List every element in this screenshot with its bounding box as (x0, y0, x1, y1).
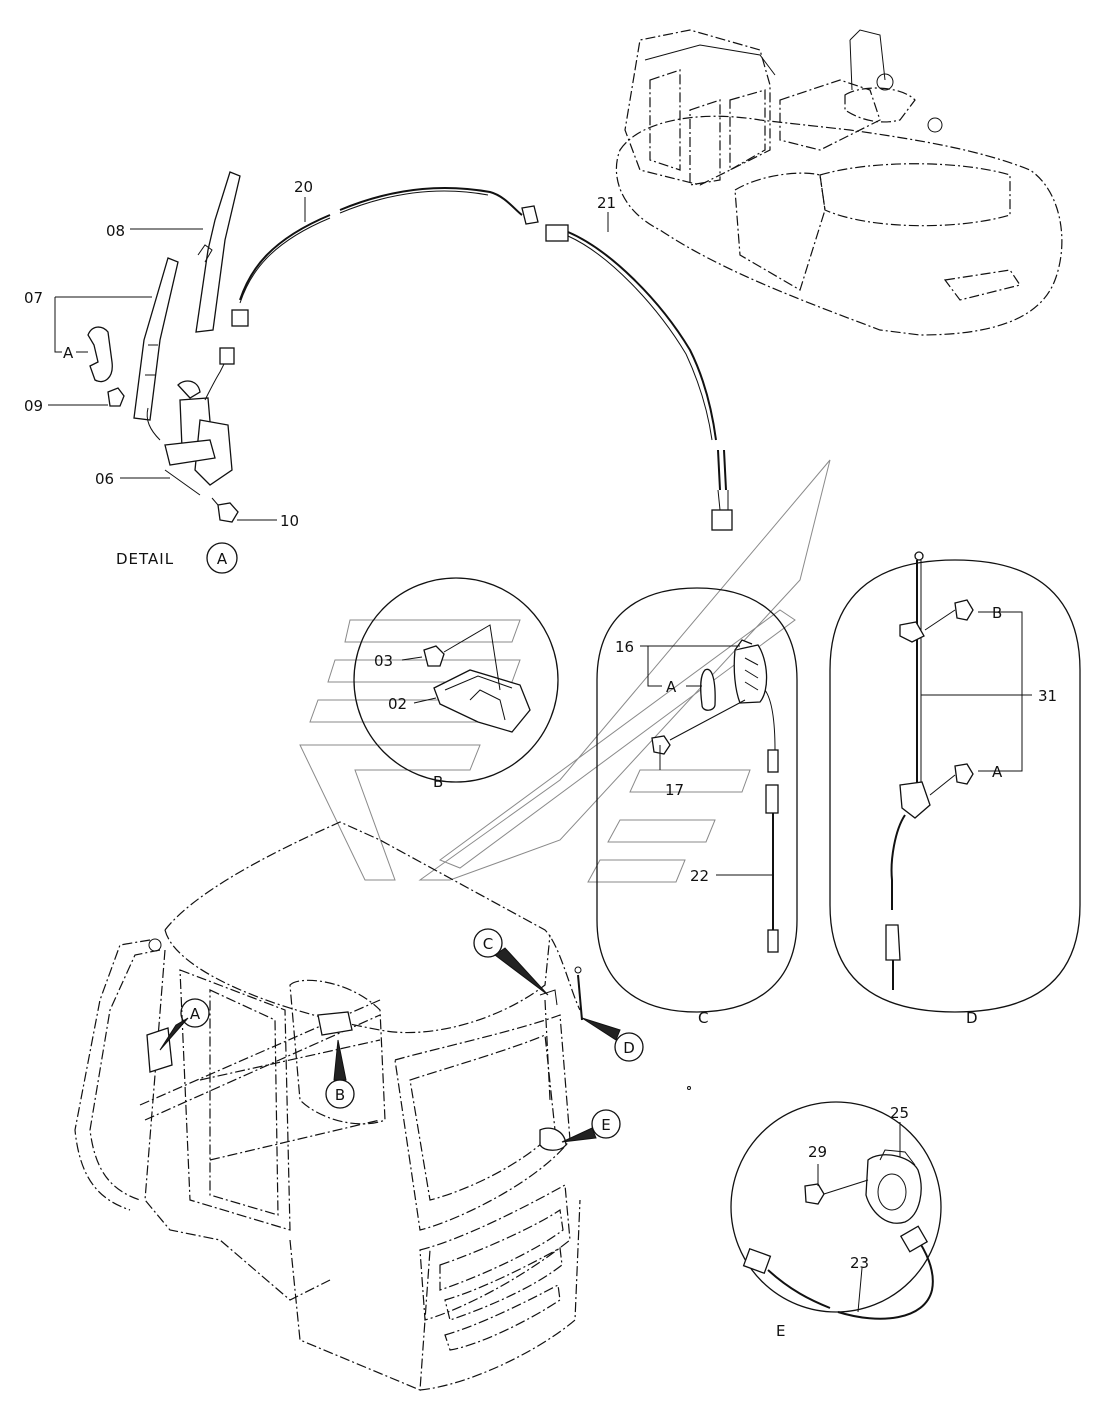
harness-21-connector-a (545, 224, 569, 242)
motor-connector (219, 347, 235, 365)
callout-20: 20 (294, 178, 313, 196)
cab-wiper-motor (146, 1027, 173, 1073)
light-lens (700, 668, 716, 711)
callout-numbers: 08 07 A 09 06 10 20 21 03 02 16 A 17 22 … (24, 178, 1057, 1272)
harness-21-connector-b (711, 509, 733, 531)
callout-03: 03 (374, 652, 393, 670)
wiper-clip (87, 326, 113, 383)
marker-a: A (190, 1005, 201, 1023)
cab-speaker (539, 1127, 567, 1151)
callout-21: 21 (597, 194, 616, 212)
lamp-screw (423, 645, 445, 667)
leader-lines (48, 197, 1032, 1313)
detail-a-wiper-assembly (87, 171, 241, 523)
callout-10: 10 (280, 512, 299, 530)
wiper-arm (133, 257, 179, 421)
marker-e: E (601, 1116, 610, 1134)
circle-label-b: B (433, 773, 443, 791)
detail-circle-labels: B C D E (433, 773, 978, 1340)
callout-23: 23 (850, 1254, 869, 1272)
circle-label-d: D (966, 1009, 978, 1027)
harness-21 (545, 224, 733, 531)
callout-31-a: A (992, 763, 1003, 781)
speaker-connector-b (899, 1225, 929, 1253)
callout-31: 31 (1038, 687, 1057, 705)
callout-07-a: A (63, 344, 74, 362)
detail-a-title: DETAIL A (116, 542, 238, 574)
callout-31-b: B (992, 604, 1002, 622)
dome-lamp (433, 669, 531, 733)
oval-d-antenna-detail (829, 551, 1081, 1013)
excavator-overview (615, 29, 1063, 336)
speaker-connector-a (742, 1247, 772, 1275)
marker-c: C (483, 935, 493, 953)
circle-label-c: C (698, 1009, 708, 1027)
wiper-blade (195, 171, 241, 333)
marker-d: D (623, 1039, 635, 1057)
callout-17: 17 (665, 781, 684, 799)
marker-b: B (335, 1086, 345, 1104)
callout-16-a: A (666, 678, 677, 696)
wiper-nut (107, 387, 125, 407)
callout-07: 07 (24, 289, 43, 307)
circle-e-speaker-detail (730, 1101, 942, 1320)
cab-drawing (74, 821, 583, 1391)
callout-09: 09 (24, 397, 43, 415)
wiper-bolt (217, 502, 239, 523)
detail-label: DETAIL (116, 550, 174, 568)
detail-letter: A (217, 550, 228, 568)
harness-20 (231, 187, 539, 327)
antenna-nut-b (954, 599, 974, 621)
speaker (865, 1154, 922, 1224)
antenna-nut-a (954, 763, 974, 785)
callout-06: 06 (95, 470, 114, 488)
circle-label-e: E (776, 1322, 785, 1340)
circle-b-lamp-detail (353, 577, 559, 783)
speaker-screw (804, 1183, 825, 1205)
callout-16: 16 (615, 638, 634, 656)
callout-25: 25 (890, 1104, 909, 1122)
light-screw (651, 735, 671, 755)
callout-29: 29 (808, 1143, 827, 1161)
cab-dome-lamp (317, 1011, 353, 1036)
callout-08: 08 (106, 222, 125, 240)
callout-22: 22 (690, 867, 709, 885)
callout-02: 02 (388, 695, 407, 713)
oval-c-light-detail (596, 587, 798, 1013)
room-light (733, 644, 768, 704)
cab-location-markers: A B C D E (159, 928, 644, 1143)
harness-20-connector-a (231, 309, 249, 327)
